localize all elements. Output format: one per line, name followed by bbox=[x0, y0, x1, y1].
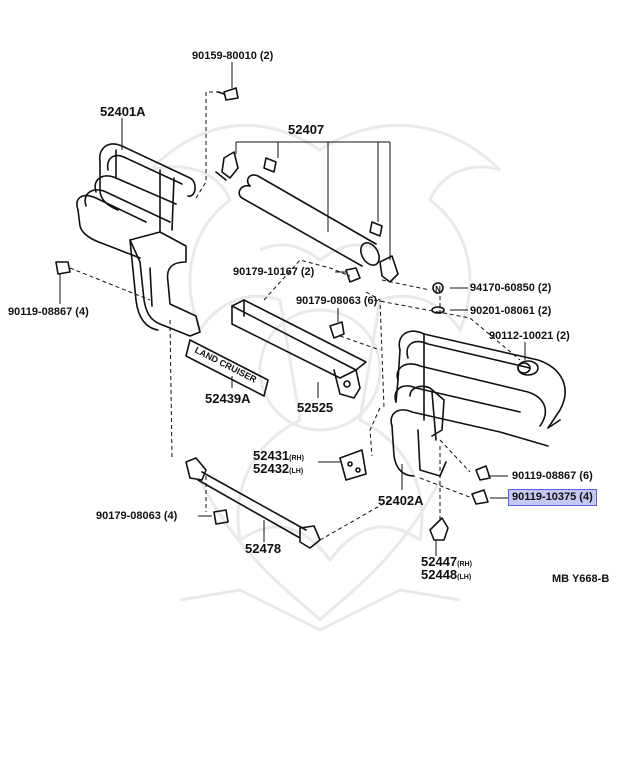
label-52431[interactable]: 52431(RH) bbox=[253, 449, 304, 465]
washer-n-mark: N bbox=[435, 285, 441, 294]
right-grille-guard bbox=[390, 330, 566, 477]
label-52402a[interactable]: 52402A bbox=[378, 493, 424, 508]
label-90159-80010[interactable]: 90159-80010 (2) bbox=[192, 50, 274, 62]
label-52432[interactable]: 52432(LH) bbox=[253, 462, 303, 478]
label-52447-number: 52447 bbox=[421, 554, 458, 569]
assembly-dashed-lines bbox=[69, 91, 521, 541]
label-52432-suffix: (LH) bbox=[289, 468, 304, 475]
label-52407[interactable]: 52407 bbox=[288, 122, 325, 137]
label-52431-suffix: (RH) bbox=[289, 455, 304, 462]
label-52525[interactable]: 52525 bbox=[297, 400, 334, 415]
label-52432-number: 52432 bbox=[253, 461, 290, 476]
label-52447-suffix: (RH) bbox=[457, 561, 472, 568]
label-90179-08063-mid[interactable]: 90179-08063 (6) bbox=[296, 295, 378, 307]
label-52401a[interactable]: 52401A bbox=[100, 104, 146, 119]
left-grille-guard bbox=[76, 143, 201, 337]
lower-brace bbox=[185, 457, 321, 549]
bumper-cap bbox=[429, 517, 449, 541]
label-52431-number: 52431 bbox=[253, 448, 290, 463]
label-90201-08061[interactable]: 90201-08061 (2) bbox=[470, 305, 552, 317]
label-90119-10375-highlighted[interactable]: 90119-10375 (4) bbox=[508, 489, 597, 506]
land-cruiser-emblem bbox=[185, 339, 269, 397]
fasteners bbox=[55, 87, 531, 525]
label-52447[interactable]: 52447(RH) bbox=[421, 555, 472, 571]
side-bracket bbox=[339, 449, 367, 481]
label-90179-08063-low[interactable]: 90179-08063 (4) bbox=[96, 510, 178, 522]
label-52439a[interactable]: 52439A bbox=[205, 391, 251, 406]
label-52448-number: 52448 bbox=[421, 567, 458, 582]
label-52478[interactable]: 52478 bbox=[245, 541, 282, 556]
center-bracket bbox=[231, 299, 367, 399]
label-90179-10167[interactable]: 90179-10167 (2) bbox=[233, 266, 315, 278]
label-94170-60850[interactable]: 94170-60850 (2) bbox=[470, 282, 552, 294]
label-52448-suffix: (LH) bbox=[457, 574, 472, 581]
label-90112-10021[interactable]: 90112-10021 (2) bbox=[489, 330, 570, 342]
diagram-reference-code: MB Y668-B bbox=[552, 573, 610, 585]
cross-tube bbox=[215, 151, 399, 283]
label-90119-08867-left[interactable]: 90119-08867 (4) bbox=[8, 306, 89, 318]
label-52448[interactable]: 52448(LH) bbox=[421, 568, 471, 584]
label-90119-08867-right[interactable]: 90119-08867 (6) bbox=[512, 470, 593, 482]
leader-lines bbox=[59, 62, 526, 556]
